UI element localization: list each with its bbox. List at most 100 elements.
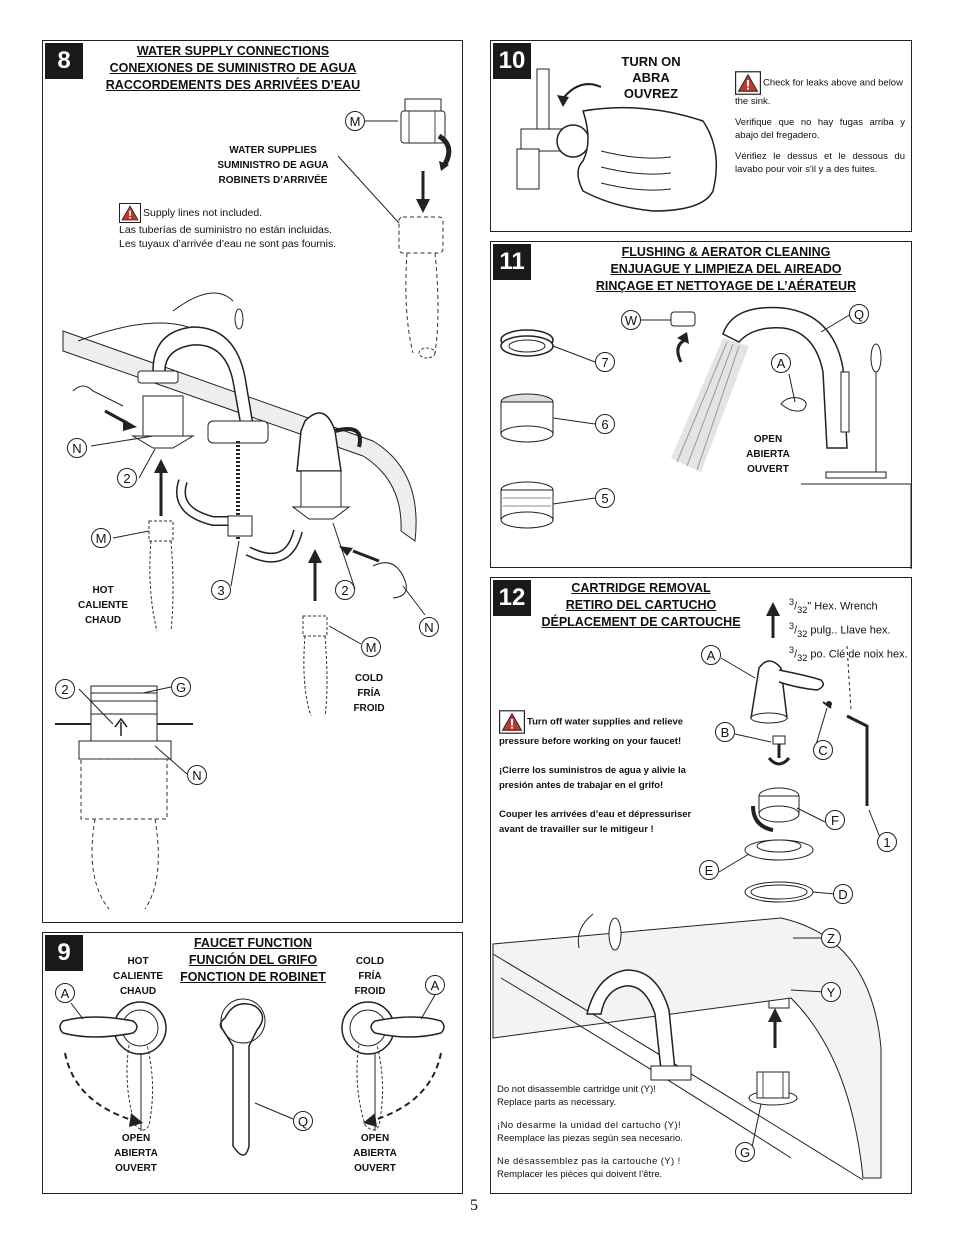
callout-2: 2: [117, 468, 137, 488]
callout-m: M: [361, 637, 381, 657]
cold-en: COLD: [354, 673, 384, 684]
open-en: OPEN: [360, 1133, 390, 1144]
open-fr: OUVERT: [115, 1163, 157, 1174]
open-en: OPEN: [753, 434, 783, 445]
callout-q: Q: [849, 304, 869, 324]
frac-num: 3: [789, 620, 795, 631]
warning-es: Las tuberías de suministro no están incl…: [119, 224, 333, 236]
open-label-right: OPEN ABIERTA OUVERT: [340, 1131, 410, 1176]
title-es: CONEXIONES DE SUMINISTRO DE AGUA: [109, 61, 357, 75]
callout-2: 2: [55, 679, 75, 699]
step-number: 11: [493, 244, 531, 280]
note-en-1: Do not disassemble cartridge unit (Y)!: [497, 1084, 656, 1095]
check-fr: Vérifiez le dessus et le dessous du lava…: [735, 151, 905, 175]
frac-den: 32: [797, 652, 808, 663]
page-number: 5: [470, 1197, 478, 1214]
turn-on-illustration: [516, 68, 718, 212]
cold-label: COLD FRÍA FROID: [335, 954, 405, 999]
wrench-size-label: 3/32" Hex. Wrench 3/32 pulg.. Llave hex.…: [789, 597, 908, 663]
callout-2: 2: [335, 580, 355, 600]
callout-1: 1: [877, 832, 897, 852]
hot-es: CALIENTE: [78, 600, 128, 611]
open-es: ABIERTA: [746, 449, 790, 460]
step-10-panel: 10 TURN ON ABRA OUVREZ Check for leaks a…: [490, 40, 912, 232]
hot-label: HOT CALIENTE CHAUD: [103, 954, 173, 999]
callout-m: M: [91, 528, 111, 548]
callout-q: Q: [293, 1111, 313, 1131]
cold-fr: FROID: [354, 986, 386, 997]
aerator-cleaning-illustration: [500, 306, 912, 569]
check-es: Verifique que no hay fugas arriba y abaj…: [735, 117, 905, 141]
callout-a: A: [701, 645, 721, 665]
open-label-left: OPEN ABIERTA OUVERT: [101, 1131, 171, 1176]
callout-m: M: [345, 111, 365, 131]
cold-es: FRÍA: [358, 971, 382, 982]
warning-en: Supply lines not included.: [143, 206, 263, 219]
wrench-en: " Hex. Wrench: [807, 600, 878, 613]
open-fr: OUVERT: [354, 1163, 396, 1174]
step-12-panel: 12 CARTRIDGE REMOVAL RETIRO DEL CARTUCHO…: [490, 577, 912, 1194]
warning-note: Supply lines not included. Las tuberías …: [119, 203, 379, 251]
callout-3: 3: [211, 580, 231, 600]
callout-g: G: [735, 1142, 755, 1162]
title-es: RETIRO DEL CARTUCHO: [565, 598, 717, 612]
hot-es: CALIENTE: [113, 971, 163, 982]
callout-f: F: [825, 810, 845, 830]
callout-n: N: [187, 765, 207, 785]
hot-fr: CHAUD: [84, 615, 122, 626]
hot-en: HOT: [92, 585, 114, 596]
turn-on-label: TURN ON ABRA OUVREZ: [601, 54, 701, 102]
note-fr-2: Remplacer les pièces qui doivent l’être.: [497, 1169, 663, 1180]
warn-fr: Couper les arrivées d’eau et dépressuris…: [499, 809, 692, 835]
turn-fr: OUVREZ: [623, 86, 679, 101]
cold-label: COLD FRÍA FROID: [339, 671, 399, 716]
supplies-fr: ROBINETS D’ARRIVÉE: [218, 175, 328, 186]
note-fr-1: Ne désassemblez pas la cartouche (Y) !: [497, 1156, 681, 1167]
open-en: OPEN: [121, 1133, 151, 1144]
title-en: CARTRIDGE REMOVAL: [571, 581, 711, 595]
title-en: FLUSHING & AERATOR CLEANING: [621, 245, 831, 259]
warning-icon: [119, 203, 141, 223]
step-number: 10: [493, 43, 531, 79]
warn-es: ¡Cierre los suministros de agua y alivie…: [499, 765, 686, 791]
frac-den: 32: [797, 604, 808, 615]
supplies-en: WATER SUPPLIES: [229, 145, 317, 156]
open-label: OPEN ABIERTA OUVERT: [733, 432, 803, 477]
open-es: ABIERTA: [353, 1148, 397, 1159]
step-8-panel: 8 WATER SUPPLY CONNECTIONS CONEXIONES DE…: [42, 40, 463, 923]
callout-d: D: [833, 884, 853, 904]
warning-icon: [735, 71, 761, 95]
title-fr: FONCTION DE ROBINET: [180, 970, 326, 984]
callout-e: E: [699, 860, 719, 880]
step-title: CARTRIDGE REMOVAL RETIRO DEL CARTUCHO DÉ…: [531, 580, 751, 631]
turn-en: TURN ON: [621, 54, 681, 69]
warning-fr: Les tuyaux d’arrivée d’eau ne sont pas f…: [119, 238, 337, 250]
title-fr: RINÇAGE ET NETTOYAGE DE L’AÉRATEUR: [595, 279, 857, 293]
step-title: WATER SUPPLY CONNECTIONS CONEXIONES DE S…: [83, 43, 383, 94]
cold-en: COLD: [355, 956, 385, 967]
hot-label: HOT CALIENTE CHAUD: [73, 583, 133, 628]
supplies-es: SUMINISTRO DE AGUA: [217, 160, 329, 171]
note-es-2: Reemplace las piezas según sea necesario…: [497, 1133, 683, 1144]
callout-b: B: [715, 722, 735, 742]
callout-6: 6: [595, 414, 615, 434]
callout-7: 7: [595, 352, 615, 372]
turn-es: ABRA: [632, 70, 670, 85]
title-es: FUNCIÓN DEL GRIFO: [188, 953, 318, 967]
callout-a: A: [55, 983, 75, 1003]
callout-y: Y: [821, 982, 841, 1002]
supplies-label: WATER SUPPLIES SUMINISTRO DE AGUA ROBINE…: [198, 143, 348, 188]
step-number: 9: [45, 935, 83, 971]
callout-n: N: [67, 438, 87, 458]
title-en: WATER SUPPLY CONNECTIONS: [136, 44, 330, 58]
frac-den: 32: [797, 628, 808, 639]
leak-check-note: Check for leaks above and below the sink…: [735, 71, 905, 176]
step-11-panel: 11 FLUSHING & AERATOR CLEANING ENJUAGUE …: [490, 241, 912, 569]
callout-5: 5: [595, 488, 615, 508]
warning-icon: [499, 710, 525, 734]
step-number: 8: [45, 43, 83, 79]
frac-num: 3: [789, 644, 795, 655]
callout-a: A: [771, 353, 791, 373]
open-fr: OUVERT: [747, 464, 789, 475]
note-es-1: ¡No desarme la unidad del cartucho (Y)!: [497, 1120, 682, 1131]
